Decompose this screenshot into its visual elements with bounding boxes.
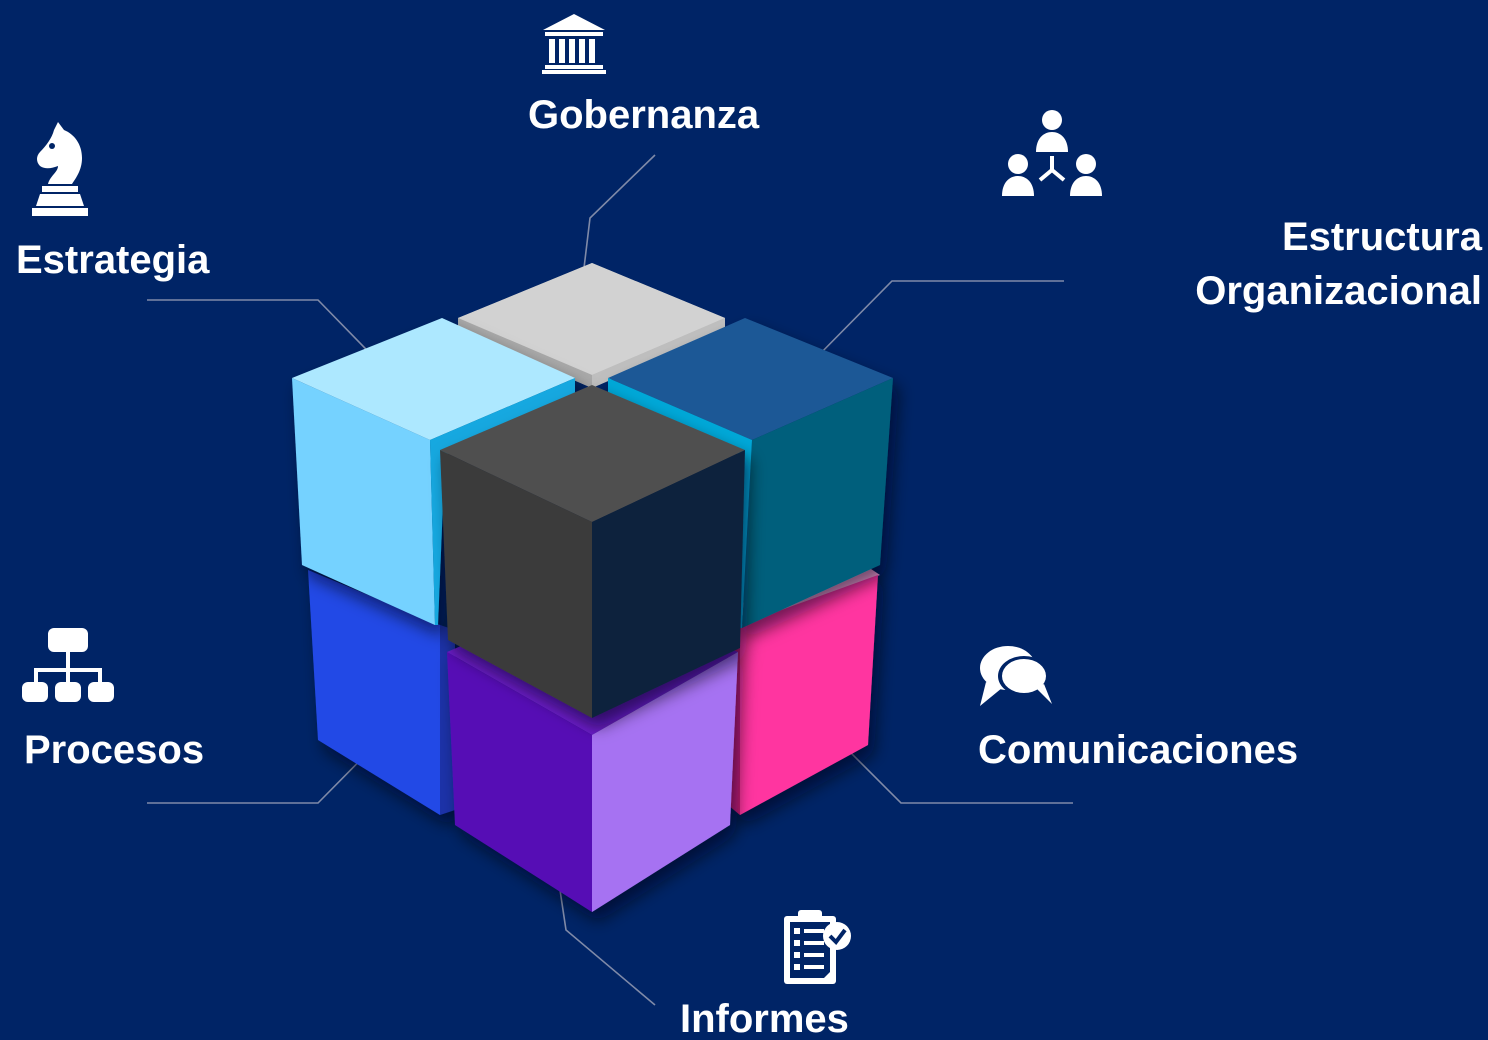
- chat-bubbles-icon: [980, 646, 1052, 706]
- label-estrategia: Estrategia: [16, 238, 210, 282]
- label-estructura-line1: Estructura: [1281, 215, 1482, 259]
- label-estructura-line2: Organizacional: [1195, 269, 1482, 313]
- clipboard-check-icon: [784, 910, 851, 984]
- block-procesos: [308, 570, 455, 815]
- org-people-icon: [1002, 110, 1102, 196]
- block-center: [440, 385, 745, 718]
- connector-gobernanza: [583, 154, 656, 269]
- label-comunicaciones: Comunicaciones: [978, 728, 1299, 772]
- chess-knight-icon: [32, 122, 88, 216]
- label-gobernanza: Gobernanza: [528, 93, 760, 137]
- label-informes: Informes: [680, 997, 849, 1040]
- connector-estructura: [809, 280, 1064, 365]
- connector-informes: [559, 889, 656, 1006]
- bank-icon: [542, 14, 606, 74]
- label-procesos: Procesos: [24, 728, 205, 772]
- hierarchy-icon: [22, 628, 114, 702]
